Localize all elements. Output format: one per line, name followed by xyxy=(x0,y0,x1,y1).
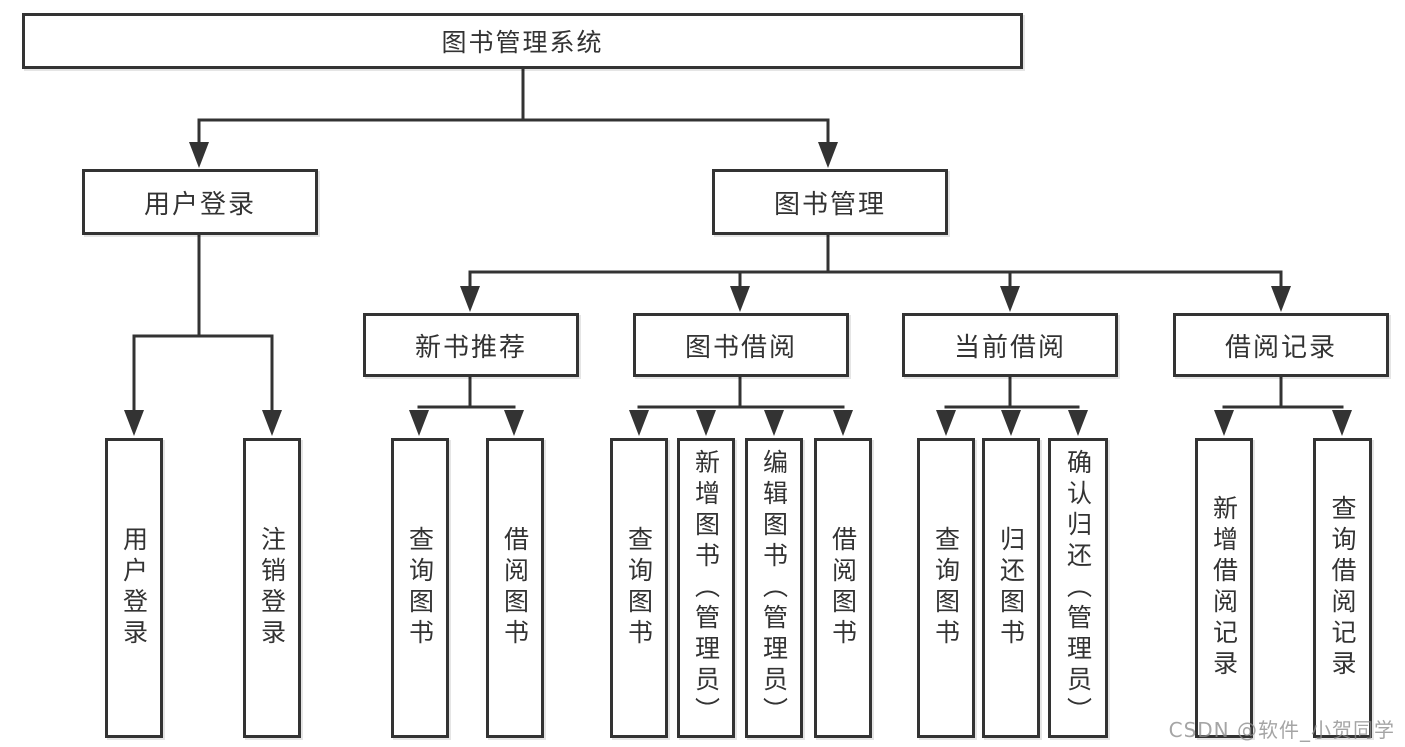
leaf-current-return-books: 归还图书 xyxy=(982,438,1040,738)
leaf-records-query-record-label: 查询借阅记录 xyxy=(1328,495,1357,681)
csdn-watermark: CSDN @软件_小贺同学 xyxy=(1168,718,1395,742)
leaf-borrowing-borrow-books-label: 借阅图书 xyxy=(828,526,858,650)
node-current-borrowing-label: 当前借阅 xyxy=(953,332,1066,363)
node-borrow-records: 借阅记录 xyxy=(1173,313,1389,377)
node-book-borrowing-label: 图书借阅 xyxy=(684,332,797,363)
leaf-records-add-record: 新增借阅记录 xyxy=(1195,438,1253,738)
leaf-borrowing-edit-books-admin: 编辑图书（管理员） xyxy=(745,438,803,738)
leaf-logout: 注销登录 xyxy=(243,438,301,738)
arrowhead-icons xyxy=(124,142,1352,436)
node-user-login: 用户登录 xyxy=(82,169,318,235)
leaf-newbooks-query-books: 查询图书 xyxy=(391,438,449,738)
leaf-user-login: 用户登录 xyxy=(105,438,163,738)
leaf-user-login-label: 用户登录 xyxy=(119,526,149,650)
node-new-book-recommend-label: 新书推荐 xyxy=(414,332,527,363)
leaf-newbooks-borrow-books: 借阅图书 xyxy=(486,438,544,738)
tree-branch-lines xyxy=(132,68,1344,414)
leaf-newbooks-query-books-label: 查询图书 xyxy=(405,526,435,650)
node-root-label: 图书管理系统 xyxy=(441,28,604,57)
node-book-management-label: 图书管理 xyxy=(773,189,886,220)
leaf-records-add-record-label: 新增借阅记录 xyxy=(1209,495,1239,681)
leaf-borrowing-add-books-admin: 新增图书（管理员） xyxy=(677,438,735,738)
node-root-system: 图书管理系统 xyxy=(22,13,1023,69)
node-new-book-recommend: 新书推荐 xyxy=(363,313,579,377)
leaf-borrowing-borrow-books: 借阅图书 xyxy=(814,438,872,738)
node-current-borrowing: 当前借阅 xyxy=(902,313,1118,377)
leaf-records-query-record: 查询借阅记录 xyxy=(1313,438,1372,738)
leaf-borrowing-add-books-admin-label: 新增图书（管理员） xyxy=(691,448,721,728)
leaf-newbooks-borrow-books-label: 借阅图书 xyxy=(500,526,530,650)
leaf-current-query-books-label: 查询图书 xyxy=(931,526,961,650)
node-borrow-records-label: 借阅记录 xyxy=(1224,332,1337,363)
node-book-borrowing: 图书借阅 xyxy=(633,313,849,377)
leaf-current-confirm-return-admin: 确认归还（管理员） xyxy=(1048,438,1108,738)
leaf-current-query-books: 查询图书 xyxy=(917,438,975,738)
leaf-borrowing-edit-books-admin-label: 编辑图书（管理员） xyxy=(759,448,789,728)
leaf-logout-label: 注销登录 xyxy=(257,526,287,650)
leaf-borrowing-query-books-label: 查询图书 xyxy=(624,526,654,650)
node-user-login-label: 用户登录 xyxy=(143,189,256,220)
leaf-current-return-books-label: 归还图书 xyxy=(996,526,1026,650)
leaf-borrowing-query-books: 查询图书 xyxy=(610,438,668,738)
leaf-current-confirm-return-admin-label: 确认归还（管理员） xyxy=(1063,448,1093,728)
node-book-management: 图书管理 xyxy=(712,169,948,235)
